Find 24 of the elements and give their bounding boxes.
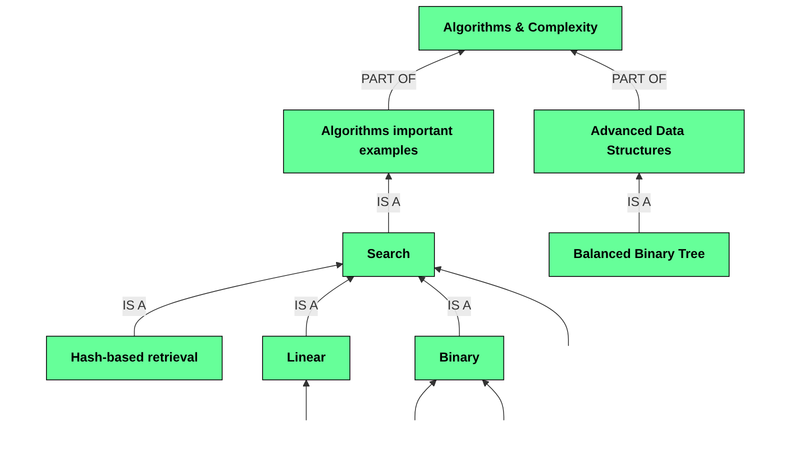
node-box: Search (342, 232, 434, 277)
arrow (434, 266, 568, 346)
edge-label: IS A (447, 299, 471, 313)
arrow (302, 380, 310, 421)
node-box: Linear (262, 336, 350, 380)
edge-label: IS A (294, 299, 318, 313)
edge-label: PART OF (360, 72, 416, 86)
node-box: Binary (414, 336, 504, 380)
arrow (306, 276, 354, 337)
node-box: Balanced Binary Tree (548, 232, 730, 277)
arrow (635, 172, 642, 234)
node-box: Advanced Data Structures (533, 110, 744, 174)
edge-label: IS A (122, 299, 146, 313)
node-box: Algorithms important examples (282, 110, 494, 174)
arrow (482, 380, 504, 421)
edge-label: PART OF (611, 72, 666, 86)
edge-label: IS A (626, 196, 651, 210)
arrow (414, 380, 436, 421)
node-box: Hash-based retrieval (46, 336, 222, 380)
edge-label: IS A (376, 196, 400, 210)
node-box: Algorithms & Complexity (418, 6, 622, 51)
arrow (384, 172, 392, 234)
arrow (134, 262, 343, 337)
arrow (418, 276, 460, 337)
